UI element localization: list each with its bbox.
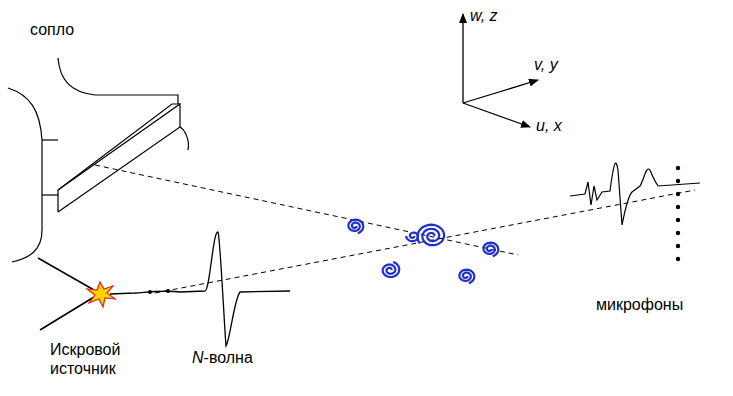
vortex xyxy=(418,225,445,246)
axis-lines xyxy=(95,165,695,293)
part-label: сопло xyxy=(30,20,74,39)
vortex xyxy=(348,220,363,234)
microphone xyxy=(676,205,680,209)
microphone xyxy=(676,179,680,183)
vortex xyxy=(383,262,400,277)
microphone-array xyxy=(676,166,680,261)
part-label: Искровой источник xyxy=(50,340,142,378)
n-wave xyxy=(110,232,290,346)
coordinate-axes xyxy=(463,14,538,127)
received-wave xyxy=(570,163,700,225)
wave-dots xyxy=(148,289,170,294)
vortex xyxy=(459,270,474,284)
nozzle xyxy=(8,58,188,262)
vortex xyxy=(406,233,418,242)
axis-label: w, z xyxy=(470,6,498,25)
microphone xyxy=(676,218,680,222)
axis-label: v, y xyxy=(534,55,558,74)
spark-source xyxy=(38,258,94,330)
microphone xyxy=(676,257,680,261)
part-label: N-волна xyxy=(192,348,253,367)
vortices xyxy=(348,220,498,284)
axis-label: u, x xyxy=(536,116,562,135)
microphone xyxy=(676,244,680,248)
microphone xyxy=(676,231,680,235)
microphone xyxy=(676,166,680,170)
part-label: микрофоны xyxy=(596,295,683,314)
microphone xyxy=(676,192,680,196)
vortex xyxy=(483,243,498,257)
